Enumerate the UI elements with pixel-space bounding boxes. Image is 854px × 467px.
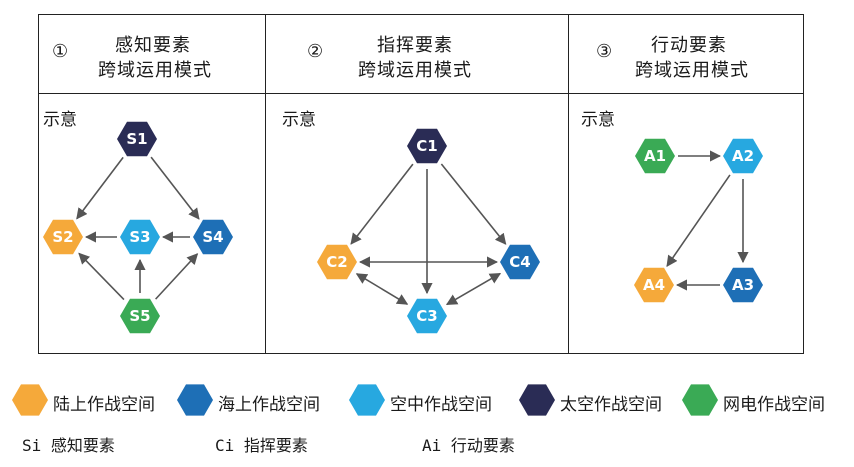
legend-item-air: 空中作战空间 bbox=[347, 383, 517, 417]
legend-label: 海上作战空间 bbox=[218, 395, 320, 415]
diagram-label: 示意 bbox=[43, 110, 77, 130]
node-c4: C4 bbox=[500, 244, 540, 280]
hexagon-icon bbox=[723, 267, 763, 303]
node-s3: S3 bbox=[120, 219, 160, 255]
node-label: C3 bbox=[416, 307, 437, 325]
node-s5: S5 bbox=[120, 298, 160, 334]
hexagon-icon bbox=[43, 219, 83, 255]
hexagon-icon bbox=[500, 244, 540, 280]
edge-a2-a4 bbox=[666, 174, 731, 267]
node-s1: S1 bbox=[117, 121, 157, 157]
node-label: C4 bbox=[509, 253, 530, 271]
hexagon-icon bbox=[634, 267, 674, 303]
hexagon-icon bbox=[407, 298, 447, 334]
hexagon-icon bbox=[177, 384, 213, 416]
edge-c1-c2 bbox=[350, 163, 414, 245]
edge-s1-s4 bbox=[150, 156, 200, 220]
node-label: S3 bbox=[129, 228, 150, 246]
node-label: S2 bbox=[52, 228, 73, 246]
node-label: S1 bbox=[126, 130, 147, 148]
node-label: A2 bbox=[732, 147, 754, 165]
node-label: S5 bbox=[129, 307, 150, 325]
node-a2: A2 bbox=[723, 138, 763, 174]
column-divider bbox=[265, 15, 266, 353]
key-si: Si 感知要素 bbox=[22, 436, 115, 455]
hexagon-icon bbox=[519, 384, 555, 416]
hexagon-icon bbox=[120, 298, 160, 334]
header-divider bbox=[39, 93, 803, 94]
hexagon-icon bbox=[682, 384, 718, 416]
node-label: A4 bbox=[643, 276, 665, 294]
column-header-action: ③ 行动要素 跨域运用模式 bbox=[569, 15, 805, 95]
diagram-frame: ① 感知要素 跨域运用模式 ② 指挥要素 跨域运用模式 ③ 行动要素 跨域运用模… bbox=[38, 14, 804, 354]
column-number: ③ bbox=[596, 41, 613, 62]
node-s4: S4 bbox=[193, 219, 233, 255]
hexagon-icon bbox=[407, 128, 447, 164]
hexagon-icon bbox=[117, 121, 157, 157]
edge-c1-c4 bbox=[440, 163, 507, 245]
diagram-label: 示意 bbox=[581, 110, 615, 130]
legend-item-sea: 海上作战空间 bbox=[175, 383, 345, 417]
node-c2: C2 bbox=[317, 244, 357, 280]
column-title: 指挥要素 bbox=[377, 35, 453, 56]
column-header-command: ② 指挥要素 跨域运用模式 bbox=[266, 15, 568, 95]
node-label: C1 bbox=[416, 137, 437, 155]
node-a3: A3 bbox=[723, 267, 763, 303]
hexagon-icon bbox=[723, 138, 763, 174]
symbol-key: Si 感知要素 Ci 指挥要素 Ai 行动要素 bbox=[0, 432, 854, 458]
column-number: ② bbox=[307, 41, 324, 62]
edge-c3-c4 bbox=[445, 272, 502, 306]
hexagon-icon bbox=[635, 138, 675, 174]
edge-s1-s2 bbox=[76, 156, 124, 220]
legend-label: 太空作战空间 bbox=[560, 395, 662, 415]
node-a1: A1 bbox=[635, 138, 675, 174]
legend-label: 陆上作战空间 bbox=[53, 395, 155, 415]
column-subtitle: 跨域运用模式 bbox=[358, 60, 472, 81]
node-s2: S2 bbox=[43, 219, 83, 255]
node-label: A3 bbox=[732, 276, 754, 294]
column-title: 感知要素 bbox=[115, 35, 191, 56]
column-divider bbox=[568, 15, 569, 353]
legend-label: 空中作战空间 bbox=[390, 395, 492, 415]
key-ai: Ai 行动要素 bbox=[422, 436, 515, 455]
legend-item-cyber: 网电作战空间 bbox=[680, 383, 850, 417]
column-subtitle: 跨域运用模式 bbox=[635, 60, 749, 81]
hexagon-icon bbox=[12, 384, 48, 416]
node-c1: C1 bbox=[407, 128, 447, 164]
edge-s5-s2 bbox=[78, 252, 125, 301]
column-subtitle: 跨域运用模式 bbox=[98, 60, 212, 81]
node-c3: C3 bbox=[407, 298, 447, 334]
legend-item-space: 太空作战空间 bbox=[517, 383, 687, 417]
edge-s5-s4 bbox=[155, 253, 199, 300]
node-label: C2 bbox=[326, 253, 347, 271]
node-label: S4 bbox=[202, 228, 223, 246]
hexagon-icon bbox=[317, 244, 357, 280]
domain-legend: 陆上作战空间 海上作战空间 空中作战空间 太空作战空间 网电作战空间 bbox=[10, 383, 850, 417]
column-header-sensing: ① 感知要素 跨域运用模式 bbox=[39, 15, 265, 95]
column-title: 行动要素 bbox=[651, 35, 727, 56]
node-a4: A4 bbox=[634, 267, 674, 303]
edge-c2-c3 bbox=[355, 273, 409, 305]
key-ci: Ci 指挥要素 bbox=[215, 436, 308, 455]
hexagon-icon bbox=[120, 219, 160, 255]
legend-item-land: 陆上作战空间 bbox=[10, 383, 180, 417]
diagram-label: 示意 bbox=[282, 110, 316, 130]
legend-label: 网电作战空间 bbox=[723, 395, 825, 415]
node-label: A1 bbox=[644, 147, 666, 165]
hexagon-icon bbox=[193, 219, 233, 255]
hexagon-icon bbox=[349, 384, 385, 416]
column-number: ① bbox=[52, 41, 69, 62]
